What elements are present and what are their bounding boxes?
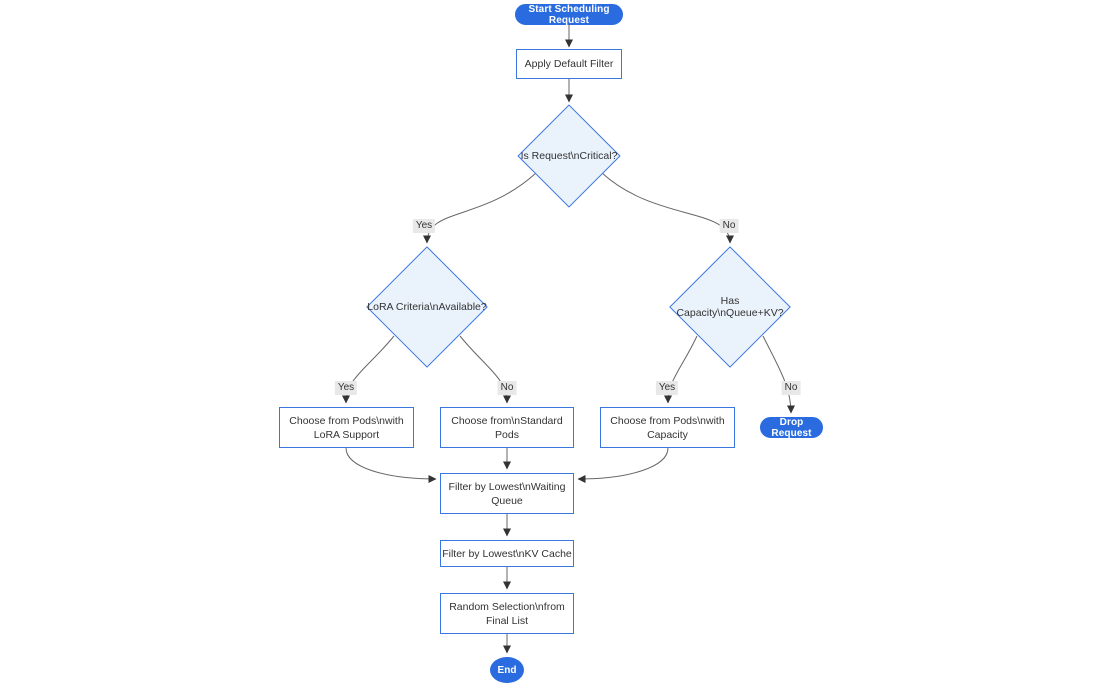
node-start: Start Scheduling Request — [515, 3, 623, 26]
decision-lora-criteria-available: LoRA Criteria\nAvailable? — [366, 246, 488, 368]
edge-label-critical-no: No — [719, 219, 739, 233]
edge-capacity-yes-to-choose-capacity — [664, 335, 698, 404]
decision-has-capacity-queue-kv: Has Capacity\nQueue+KV? — [669, 246, 791, 368]
decision-is-request-critical: Is Request\nCritical? — [517, 104, 621, 208]
label-line: Queue — [491, 494, 523, 507]
node-choose-standard-pods-label: Choose from\nStandard Pods — [451, 414, 562, 442]
node-choose-pods-with-capacity: Choose from Pods\nwith Capacity — [600, 407, 735, 448]
label-line: LoRA Support — [313, 428, 380, 441]
edge-capacity-no-to-drop — [762, 335, 795, 414]
node-choose-pods-lora-support-label: Choose from Pods\nwith LoRA Support — [289, 414, 403, 442]
node-choose-pods-with-capacity-label: Choose from Pods\nwith Capacity — [610, 414, 724, 442]
node-choose-pods-lora-support: Choose from Pods\nwith LoRA Support — [279, 407, 414, 448]
decision-lora-criteria-available-label: LoRA Criteria\nAvailable? — [367, 301, 487, 313]
label-line: Filter by Lowest\nWaiting — [448, 480, 566, 493]
node-filter-lowest-kv-cache-label: Filter by Lowest\nKV Cache — [442, 547, 572, 560]
label-line: Pods — [495, 428, 519, 441]
node-end: End — [490, 657, 524, 683]
decision-is-request-critical-label: Is Request\nCritical? — [520, 150, 618, 162]
decision-has-capacity-queue-kv-label: Has Capacity\nQueue+KV? — [676, 295, 784, 319]
node-random-selection-final-list-label: Random Selection\nfrom Final List — [449, 600, 565, 628]
node-filter-lowest-waiting-queue-label: Filter by Lowest\nWaiting Queue — [449, 480, 566, 508]
node-drop-request: Drop Request — [760, 416, 823, 439]
node-choose-standard-pods: Choose from\nStandard Pods — [440, 407, 574, 448]
edge-lora-yes-to-choose-lora — [342, 335, 395, 404]
edge-label-critical-yes: Yes — [412, 219, 436, 233]
label-line: Final List — [485, 614, 528, 627]
node-filter-lowest-waiting-queue: Filter by Lowest\nWaiting Queue — [440, 473, 574, 514]
label-line: Random Selection\nfrom — [449, 600, 565, 613]
node-apply-default-filter-label: Apply Default Filter — [524, 58, 614, 70]
edge-choose-lora-to-filter-waiting — [345, 447, 437, 483]
node-random-selection-final-list: Random Selection\nfrom Final List — [440, 593, 574, 634]
node-filter-lowest-kv-cache: Filter by Lowest\nKV Cache — [440, 540, 574, 567]
edge-label-lora-yes: Yes — [334, 381, 358, 395]
edge-label-capacity-no: No — [781, 381, 801, 395]
edge-choose-capacity-to-filter-waiting — [577, 447, 669, 483]
edge-lora-no-to-choose-standard — [459, 335, 511, 404]
edge-label-capacity-yes: Yes — [655, 381, 679, 395]
node-drop-request-label: Drop Request — [771, 416, 812, 439]
label-line: Choose from Pods\nwith — [289, 414, 404, 427]
label-line: Choose from Pods\nwith — [610, 414, 725, 427]
node-start-label: Start Scheduling Request — [528, 3, 610, 26]
edge-critical-no-to-capacity — [601, 172, 734, 244]
edge-label-lora-no: No — [497, 381, 517, 395]
node-end-label: End — [497, 664, 517, 676]
label-line: Choose from\nStandard — [451, 414, 563, 427]
node-apply-default-filter: Apply Default Filter — [516, 49, 622, 79]
label-line: Capacity — [647, 428, 688, 441]
